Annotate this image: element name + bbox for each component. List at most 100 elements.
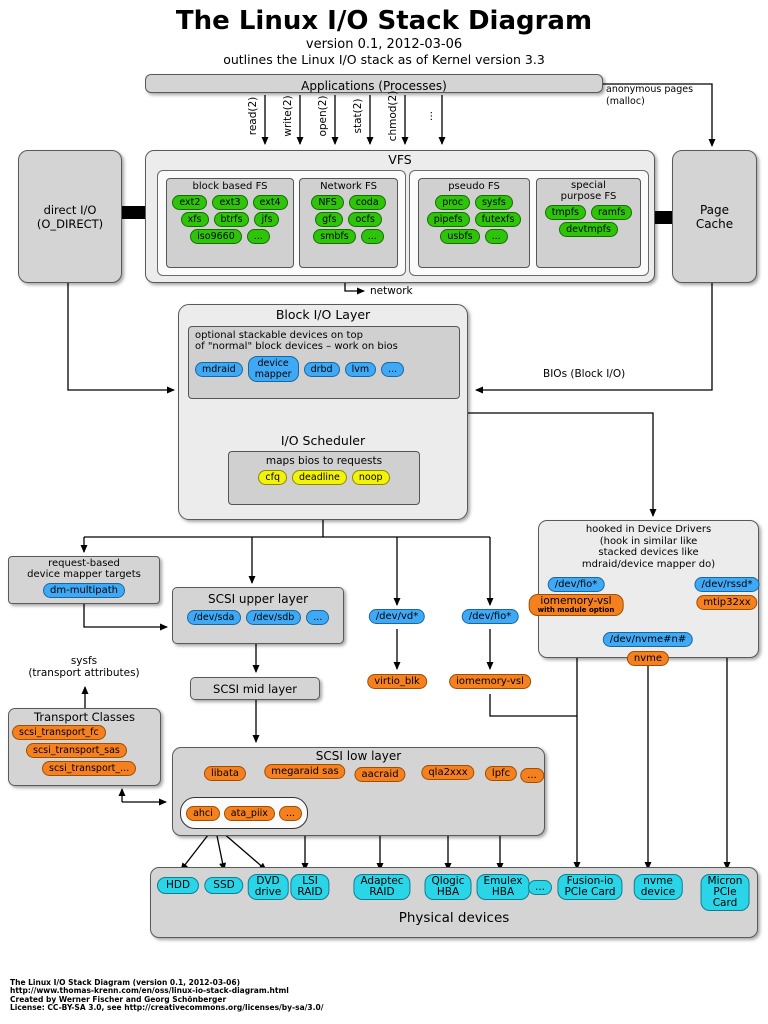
dev-vd-pill: /dev/vd*	[368, 609, 426, 624]
io-scheduler-box: maps bios to requests cfq deadline noop	[228, 451, 420, 505]
pill-deadline: deadline	[292, 470, 347, 485]
fs-pill-row: iso9660...	[167, 229, 293, 244]
dev-nvme-pill: /dev/nvme#n#	[602, 632, 694, 647]
iomemory-vsl-label: iomemory-vsl	[540, 595, 612, 607]
network-label: network	[370, 285, 413, 297]
footer-title-line: The Linux I/O Stack Diagram (version 0.1…	[10, 978, 241, 987]
footer-url-line: http://www.thomas-krenn.com/en/oss/linux…	[10, 986, 289, 996]
pill-ata-piix: ata_piix	[223, 805, 275, 821]
scsi-upper-title: SCSI upper layer	[207, 592, 309, 606]
ssd-device: SSD	[204, 877, 244, 894]
dm-targets-line2: device mapper targets	[27, 568, 141, 580]
scsi-low-more-pill: ...	[520, 768, 544, 783]
pill-: ...	[484, 229, 508, 244]
pill-tmpfs: tmpfs	[544, 205, 587, 220]
bios-label: BIOs (Block I/O)	[543, 368, 626, 380]
pill-noop: noop	[351, 470, 390, 485]
micron-device: Micron PCIe Card	[700, 874, 750, 911]
syscall-write: write(2)	[282, 95, 294, 137]
hooked-drivers-title: hooked in Device Drivers (hook in simila…	[581, 524, 716, 570]
pill-ext3: ext3	[212, 195, 248, 210]
scsi-transport-sas-pill: scsi_transport_sas	[26, 743, 127, 758]
dm-targets-box: request-based device mapper targets dm-m…	[8, 556, 160, 604]
io-scheduler-title: I/O Scheduler	[280, 433, 366, 448]
syscall-more: ...	[423, 111, 435, 122]
pill-jfs: jfs	[254, 212, 280, 227]
pill-usbfs: usbfs	[440, 229, 480, 244]
pill-sysfs: sysfs	[474, 195, 513, 210]
dm-targets-line1: request-based	[48, 558, 120, 569]
scsi-transport-fc-pill: scsi_transport_fc	[12, 725, 106, 740]
page-title: The Linux I/O Stack Diagram	[175, 6, 593, 36]
megaraid-sas-pill: megaraid sas	[264, 764, 346, 779]
pill-dev-sdb: /dev/sdb	[246, 610, 302, 625]
pill-dev-sda: /dev/sda	[186, 610, 242, 625]
pill-lvm: lvm	[344, 361, 377, 377]
block-based-fs-title: block based FS	[192, 181, 268, 192]
scsi-mid-box: SCSI mid layer	[190, 677, 320, 700]
page-cache-box: Page Cache	[672, 150, 757, 283]
syscall-read: read(2)	[247, 96, 259, 136]
dev-fio-pill-hooked: /dev/fio*	[547, 577, 605, 592]
pseudo-fs-box: pseudo FS proc sysfs pipefs futexfs usbfs.…	[418, 178, 530, 268]
pill-ext4: ext4	[252, 195, 288, 210]
pseudo-fs-title: pseudo FS	[448, 181, 500, 192]
direct-io-box: direct I/O (O_DIRECT)	[18, 150, 122, 283]
fs-pill-row: devtmpfs	[537, 222, 640, 237]
applications-box: Applications (Processes)	[145, 74, 603, 93]
devices-more-pill: ...	[527, 880, 553, 895]
dev-fio-pill: /dev/fio*	[461, 609, 519, 624]
scsi-transport-other-pill: scsi_transport_...	[42, 761, 137, 776]
scsi-upper-box: SCSI upper layer /dev/sda/dev/sdb...	[172, 587, 344, 644]
pill-devtmpfs: devtmpfs	[559, 222, 618, 237]
page-cache-label: Page Cache	[695, 202, 734, 231]
syscall-chmod: chmod(2)	[387, 90, 399, 142]
sysfs-note: sysfs (transport attributes)	[28, 655, 140, 679]
pill-gfs: gfs	[315, 212, 344, 227]
fusion-io-device: Fusion-io PCIe Card	[557, 874, 623, 900]
pill-proc: proc	[435, 195, 470, 210]
pill-ramfs: ramfs	[591, 205, 633, 220]
footer-license-line: License: CC-BY-SA 3.0, see http://creati…	[10, 1002, 324, 1012]
pill-smbfs: smbfs	[313, 229, 356, 244]
network-fs-title: Network FS	[320, 181, 377, 192]
fs-pill-row: tmpfs ramfs	[537, 205, 640, 220]
pill-pipefs: pipefs	[426, 212, 470, 227]
pill-nfs: NFS	[311, 195, 344, 210]
scsi-mid-title: SCSI mid layer	[213, 682, 297, 696]
dm-multipath-pill: dm-multipath	[43, 583, 125, 598]
fs-pill-row: usbfs...	[419, 229, 529, 244]
pill-futexfs: futexfs	[474, 212, 522, 227]
nvme-device: nvme device	[633, 874, 683, 900]
pill-: ...	[381, 361, 405, 377]
version-subtitle: version 0.1, 2012-03-06	[305, 37, 463, 52]
emulex-hba-device: Emulex HBA	[476, 874, 530, 900]
pill-coda: coda	[348, 195, 386, 210]
iomemory-vsl-pill: iomemory-vsl	[449, 674, 531, 689]
pill-xfs: xfs	[180, 212, 209, 227]
pill-cfq: cfq	[258, 470, 288, 485]
iomemory-module-note: with module option	[537, 606, 615, 614]
libata-pill: libata	[203, 766, 247, 781]
anonymous-pages-note: anonymous pages (malloc)	[606, 84, 694, 107]
adaptec-raid-device: Adaptec RAID	[353, 874, 411, 900]
transport-classes-title: Transport Classes	[34, 710, 135, 724]
scheduler-pill-row: cfq deadline noop	[229, 470, 419, 485]
vfs-page-cache-connector	[654, 211, 672, 224]
scheduler-note: maps bios to requests	[265, 455, 383, 467]
fs-pill-row: proc sysfs	[419, 195, 529, 210]
scsi-upper-pill-row: /dev/sda/dev/sdb...	[173, 610, 343, 625]
pill-ahci: ahci	[186, 805, 220, 821]
pill-: ...	[246, 229, 270, 244]
aacraid-pill: aacraid	[354, 767, 406, 782]
